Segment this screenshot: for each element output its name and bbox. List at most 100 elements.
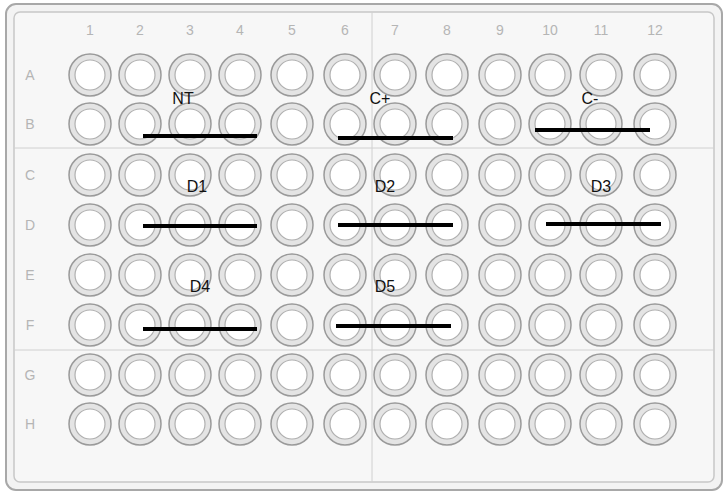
well: [125, 310, 155, 340]
well: [75, 260, 105, 290]
well: [380, 409, 410, 439]
well-rim: [69, 103, 111, 145]
well-rim: [271, 103, 313, 145]
well-rim: [69, 304, 111, 346]
column-number: 7: [391, 23, 399, 37]
group-bar: [338, 223, 453, 227]
well-rim: [529, 354, 571, 396]
well: [485, 109, 515, 139]
well: [175, 60, 205, 90]
group-bar: [546, 222, 661, 226]
well-rim: [426, 254, 468, 296]
well: [277, 310, 307, 340]
well: [535, 409, 565, 439]
plate-outline: [6, 4, 722, 490]
well-rim: [479, 204, 521, 246]
well-rim: [324, 54, 366, 96]
well-rim: [119, 304, 161, 346]
well-rim: [479, 304, 521, 346]
well: [330, 360, 360, 390]
well: [586, 109, 616, 139]
row-letter: E: [25, 268, 34, 282]
well-rim: [479, 103, 521, 145]
sample-label: D4: [190, 279, 210, 295]
well-rim: [426, 54, 468, 96]
well: [330, 60, 360, 90]
well: [175, 310, 205, 340]
well-rim: [374, 403, 416, 445]
well: [535, 160, 565, 190]
well: [586, 60, 616, 90]
well: [277, 409, 307, 439]
wells: [69, 54, 676, 445]
well: [75, 60, 105, 90]
column-number: 9: [496, 23, 504, 37]
well: [535, 360, 565, 390]
well: [330, 409, 360, 439]
well-rim: [69, 154, 111, 196]
well-rim: [634, 254, 676, 296]
well: [125, 260, 155, 290]
well-rim: [324, 354, 366, 396]
well-rim: [219, 154, 261, 196]
well: [640, 160, 670, 190]
well-rim: [169, 304, 211, 346]
group-bar: [336, 324, 451, 328]
well-rim: [119, 403, 161, 445]
well-rim: [324, 154, 366, 196]
well-rim: [169, 403, 211, 445]
well-rim: [119, 154, 161, 196]
well: [225, 409, 255, 439]
well-rim: [479, 54, 521, 96]
well-rim: [324, 254, 366, 296]
well: [75, 210, 105, 240]
well: [640, 109, 670, 139]
well: [485, 409, 515, 439]
well: [586, 360, 616, 390]
well: [485, 360, 515, 390]
well-rim: [479, 154, 521, 196]
well-rim: [580, 304, 622, 346]
sample-label: C+: [370, 91, 391, 107]
well-rim: [119, 254, 161, 296]
column-number: 4: [236, 23, 244, 37]
well: [485, 160, 515, 190]
well: [535, 109, 565, 139]
well-rim: [69, 204, 111, 246]
row-letter: C: [25, 168, 35, 182]
well: [535, 310, 565, 340]
well: [640, 360, 670, 390]
sample-label: NT: [172, 91, 193, 107]
well-rim: [479, 354, 521, 396]
well: [277, 60, 307, 90]
group-bar: [143, 327, 257, 331]
well: [175, 409, 205, 439]
column-number: 5: [288, 23, 296, 37]
column-number: 3: [186, 23, 194, 37]
row-letter: H: [25, 417, 35, 431]
group-bar: [535, 128, 650, 132]
well: [432, 109, 462, 139]
well-rim: [169, 54, 211, 96]
well: [380, 60, 410, 90]
well-rim: [426, 154, 468, 196]
well-rim: [580, 354, 622, 396]
column-number: 2: [136, 23, 144, 37]
column-number: 10: [542, 23, 558, 37]
well-rim: [580, 403, 622, 445]
well-rim: [271, 354, 313, 396]
well-rim: [580, 154, 622, 196]
well: [586, 260, 616, 290]
well: [277, 260, 307, 290]
column-number: 11: [594, 23, 609, 37]
row-letter: A: [25, 68, 34, 82]
well: [380, 109, 410, 139]
well-rim: [119, 103, 161, 145]
row-letter: G: [25, 368, 36, 382]
well: [330, 109, 360, 139]
well: [485, 310, 515, 340]
well-rim: [580, 254, 622, 296]
well-rim: [374, 354, 416, 396]
